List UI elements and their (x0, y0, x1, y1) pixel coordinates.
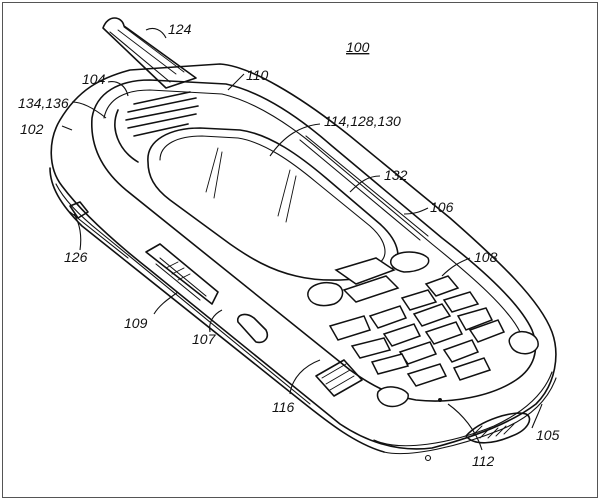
leader-lines (61, 27, 543, 451)
earpiece-grille (114, 91, 199, 163)
label-side-slot: 126 (64, 249, 88, 265)
microphone-hole (438, 398, 442, 402)
label-bottom-edge: 105 (536, 427, 560, 443)
label-side-panel: 107 (192, 331, 217, 347)
bottom-connector (315, 359, 531, 462)
label-bezel: 132 (384, 167, 408, 183)
label-side-button: 109 (124, 315, 148, 331)
side-controls (69, 201, 269, 344)
label-housing-left: 102 (20, 121, 44, 137)
label-display: 114,128,130 (324, 113, 401, 129)
label-keypad-area: 108 (474, 249, 498, 265)
label-housing-right: 106 (430, 199, 454, 215)
antenna (102, 17, 197, 89)
bezel-ridge (299, 135, 429, 241)
label-microphone: 112 (472, 453, 495, 469)
display (147, 127, 399, 281)
label-connector: 116 (272, 399, 295, 415)
label-housing-top: 110 (246, 67, 269, 83)
label-antenna: 124 (168, 21, 192, 37)
label-earpiece-upper: 104 (82, 71, 106, 87)
figure-number: 100 (346, 39, 370, 55)
label-speaker-refs: 134,136 (18, 95, 69, 111)
phone-housing (49, 63, 557, 455)
keypad (307, 251, 539, 408)
